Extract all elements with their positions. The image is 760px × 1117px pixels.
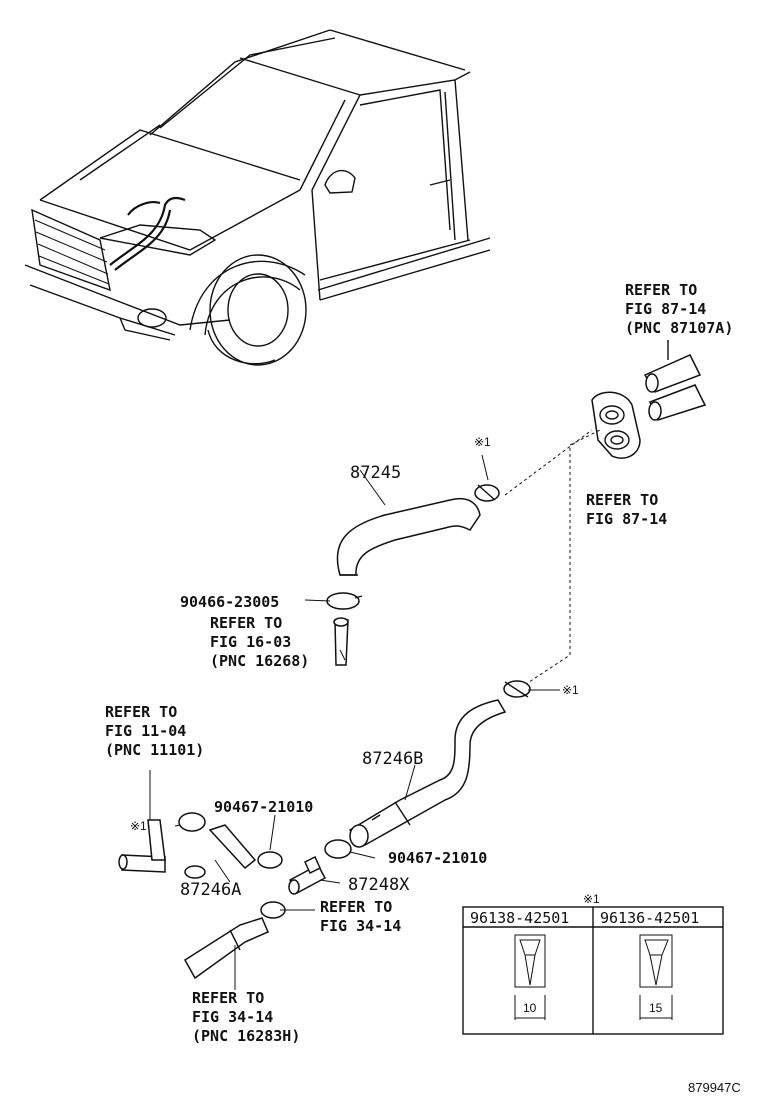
clip-part-2: 96136-42501: [600, 909, 699, 927]
refer-top-right-2: FIG 87-14: [625, 300, 706, 318]
route-line: [519, 429, 601, 689]
refer-fig16-3: (PNC 16268): [210, 652, 309, 670]
clamp-left-2: [184, 865, 206, 879]
part-87246A: 87246A: [180, 880, 241, 900]
hose-87245: [336, 484, 500, 576]
part-90467-left: 90467-21010: [214, 798, 313, 816]
part-87245: 87245: [350, 463, 401, 483]
grommet: [591, 391, 641, 459]
refer-fig11-2: FIG 11-04: [105, 722, 186, 740]
clip-dim-2: 15: [649, 1001, 663, 1015]
part-90467-right: 90467-21010: [388, 849, 487, 867]
refer-fig16-1: REFER TO: [210, 614, 282, 632]
diagram-id: 879947C: [688, 1080, 741, 1095]
marker-1: ※1: [474, 435, 491, 449]
refer-top-right-3: (PNC 87107A): [625, 319, 733, 337]
refer-grommet-1: REFER TO: [586, 491, 658, 509]
route-line: [504, 429, 593, 496]
refer-fig34b-1: REFER TO: [192, 989, 264, 1007]
clip-dim-1: 10: [523, 1001, 537, 1015]
hose-87246B: [348, 680, 531, 848]
refer-fig11-1: REFER TO: [105, 703, 177, 721]
clip-table: ※1 96138-42501 96136-42501 10 15: [462, 892, 724, 1035]
hose-87246A: [208, 824, 257, 870]
joint-87248X: [288, 855, 327, 895]
part-90466: 90466-23005: [180, 593, 279, 611]
pipe: [334, 619, 349, 666]
marker-2: ※1: [562, 683, 579, 697]
refer-fig16-2: FIG 16-03: [210, 633, 291, 651]
clamp-left: [178, 812, 206, 832]
marker-3: ※1: [130, 819, 147, 833]
refer-fig34a-1: REFER TO: [320, 898, 392, 916]
clip-2-drawing: 15: [639, 934, 673, 1020]
grommet-hoses: [643, 340, 707, 421]
clip-part-1: 96138-42501: [470, 909, 569, 927]
connector-fig11: [118, 819, 166, 873]
refer-fig11-3: (PNC 11101): [105, 741, 204, 759]
refer-top-right-1: REFER TO: [625, 281, 697, 299]
part-87246B: 87246B: [362, 749, 423, 769]
hose-lower: [184, 917, 269, 980]
clamp-90466: [326, 592, 363, 610]
part-87248X: 87248X: [348, 875, 410, 895]
car-illustration: [24, 29, 491, 366]
clip-table-marker: ※1: [583, 892, 600, 906]
labels: REFER TO FIG 87-14 (PNC 87107A) REFER TO…: [105, 281, 733, 1045]
refer-grommet-2: FIG 87-14: [586, 510, 667, 528]
clamp-90467-right: [324, 839, 352, 859]
leader-lines: [149, 454, 560, 990]
clip-1-drawing: 10: [514, 934, 546, 1020]
clamp-90467-left: [257, 851, 283, 869]
refer-fig34b-2: FIG 34-14: [192, 1008, 273, 1026]
refer-fig34b-3: (PNC 16283H): [192, 1027, 300, 1045]
refer-fig34a-2: FIG 34-14: [320, 917, 401, 935]
